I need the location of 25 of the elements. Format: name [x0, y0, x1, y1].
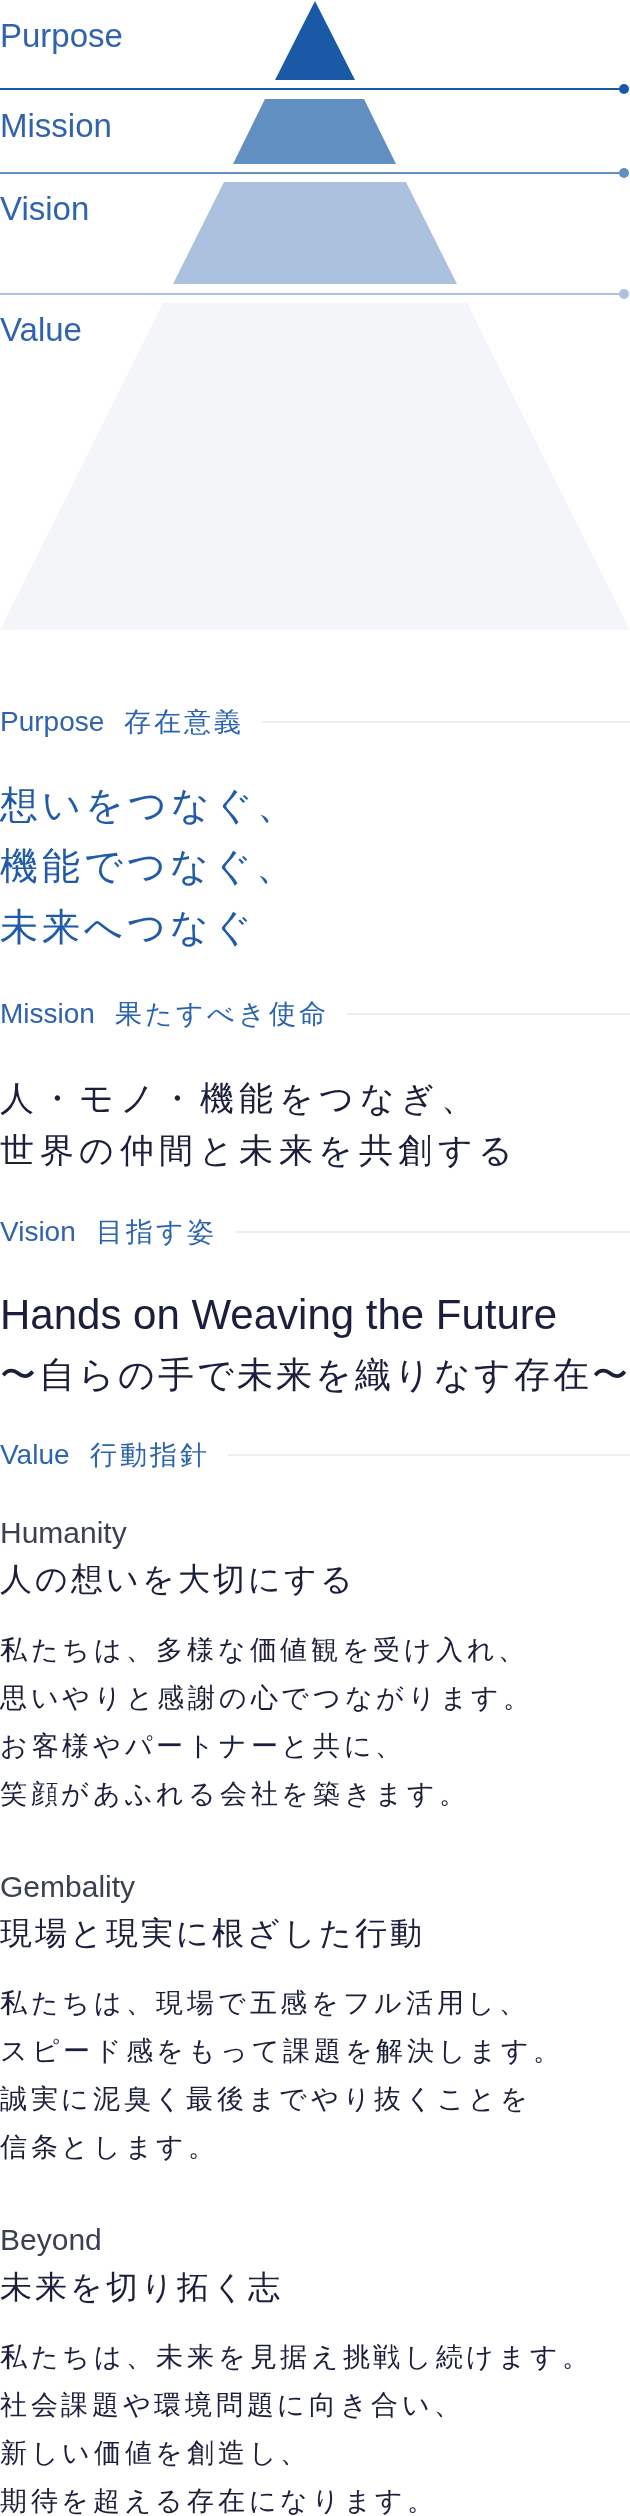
value-title: 人の想いを大切にする — [0, 1560, 356, 1599]
body-text: 私たちは、未来を見据え挑戦し続けます。社会課題や環境問題に向き合い、新しい価値を創造し、期待を超える存在になります。 — [0, 2341, 593, 2516]
tier-label: Vision — [0, 189, 90, 229]
section-label: Purpose — [0, 705, 105, 739]
statement-text: 人・モノ・機能をつなぎ、世界の仲間と未来を共創する — [0, 1078, 519, 1171]
value-title: 未来を切り拓く志 — [0, 2268, 283, 2307]
vision-subtitle: 〜自らの手で未来を織りなす存在〜 — [0, 1353, 630, 1397]
value-label: Humanity — [0, 1515, 127, 1551]
body-text: 私たちは、現場で五感をフル活用し、スピード感をもって課題を解決します。誠実に泥臭く最後までやり抜くことを信条とします。 — [0, 1987, 564, 2164]
tier-label: Mission — [0, 106, 112, 146]
vision-text: Hands on Weaving the Future — [0, 1290, 558, 1340]
section-label: Value — [0, 1438, 70, 1472]
section-title: 目指す姿 — [95, 1216, 217, 1249]
tier-label: Purpose — [0, 16, 123, 56]
section-title: 存在意義 — [124, 706, 245, 739]
section-label: Vision — [0, 1215, 76, 1249]
section-title: 行動指針 — [89, 1439, 210, 1472]
body-text: 私たちは、多様な価値観を受け入れ、思いやりと感謝の心でつながります。お客様やパートナーと共に、笑顔があふれる会社を築きます。 — [0, 1634, 534, 1811]
value-label: Gembality — [0, 1869, 136, 1905]
tagline-text: 想いをつなぐ、機能でつなぐ、未来へつなぐ — [0, 783, 299, 950]
value-label: Beyond — [0, 2222, 102, 2258]
section-title: 果たすべき使命 — [114, 998, 329, 1031]
value-title: 現場と現実に根ざした行動 — [0, 1914, 425, 1953]
section-label: Mission — [0, 997, 95, 1031]
tier-label: Value — [0, 310, 82, 350]
